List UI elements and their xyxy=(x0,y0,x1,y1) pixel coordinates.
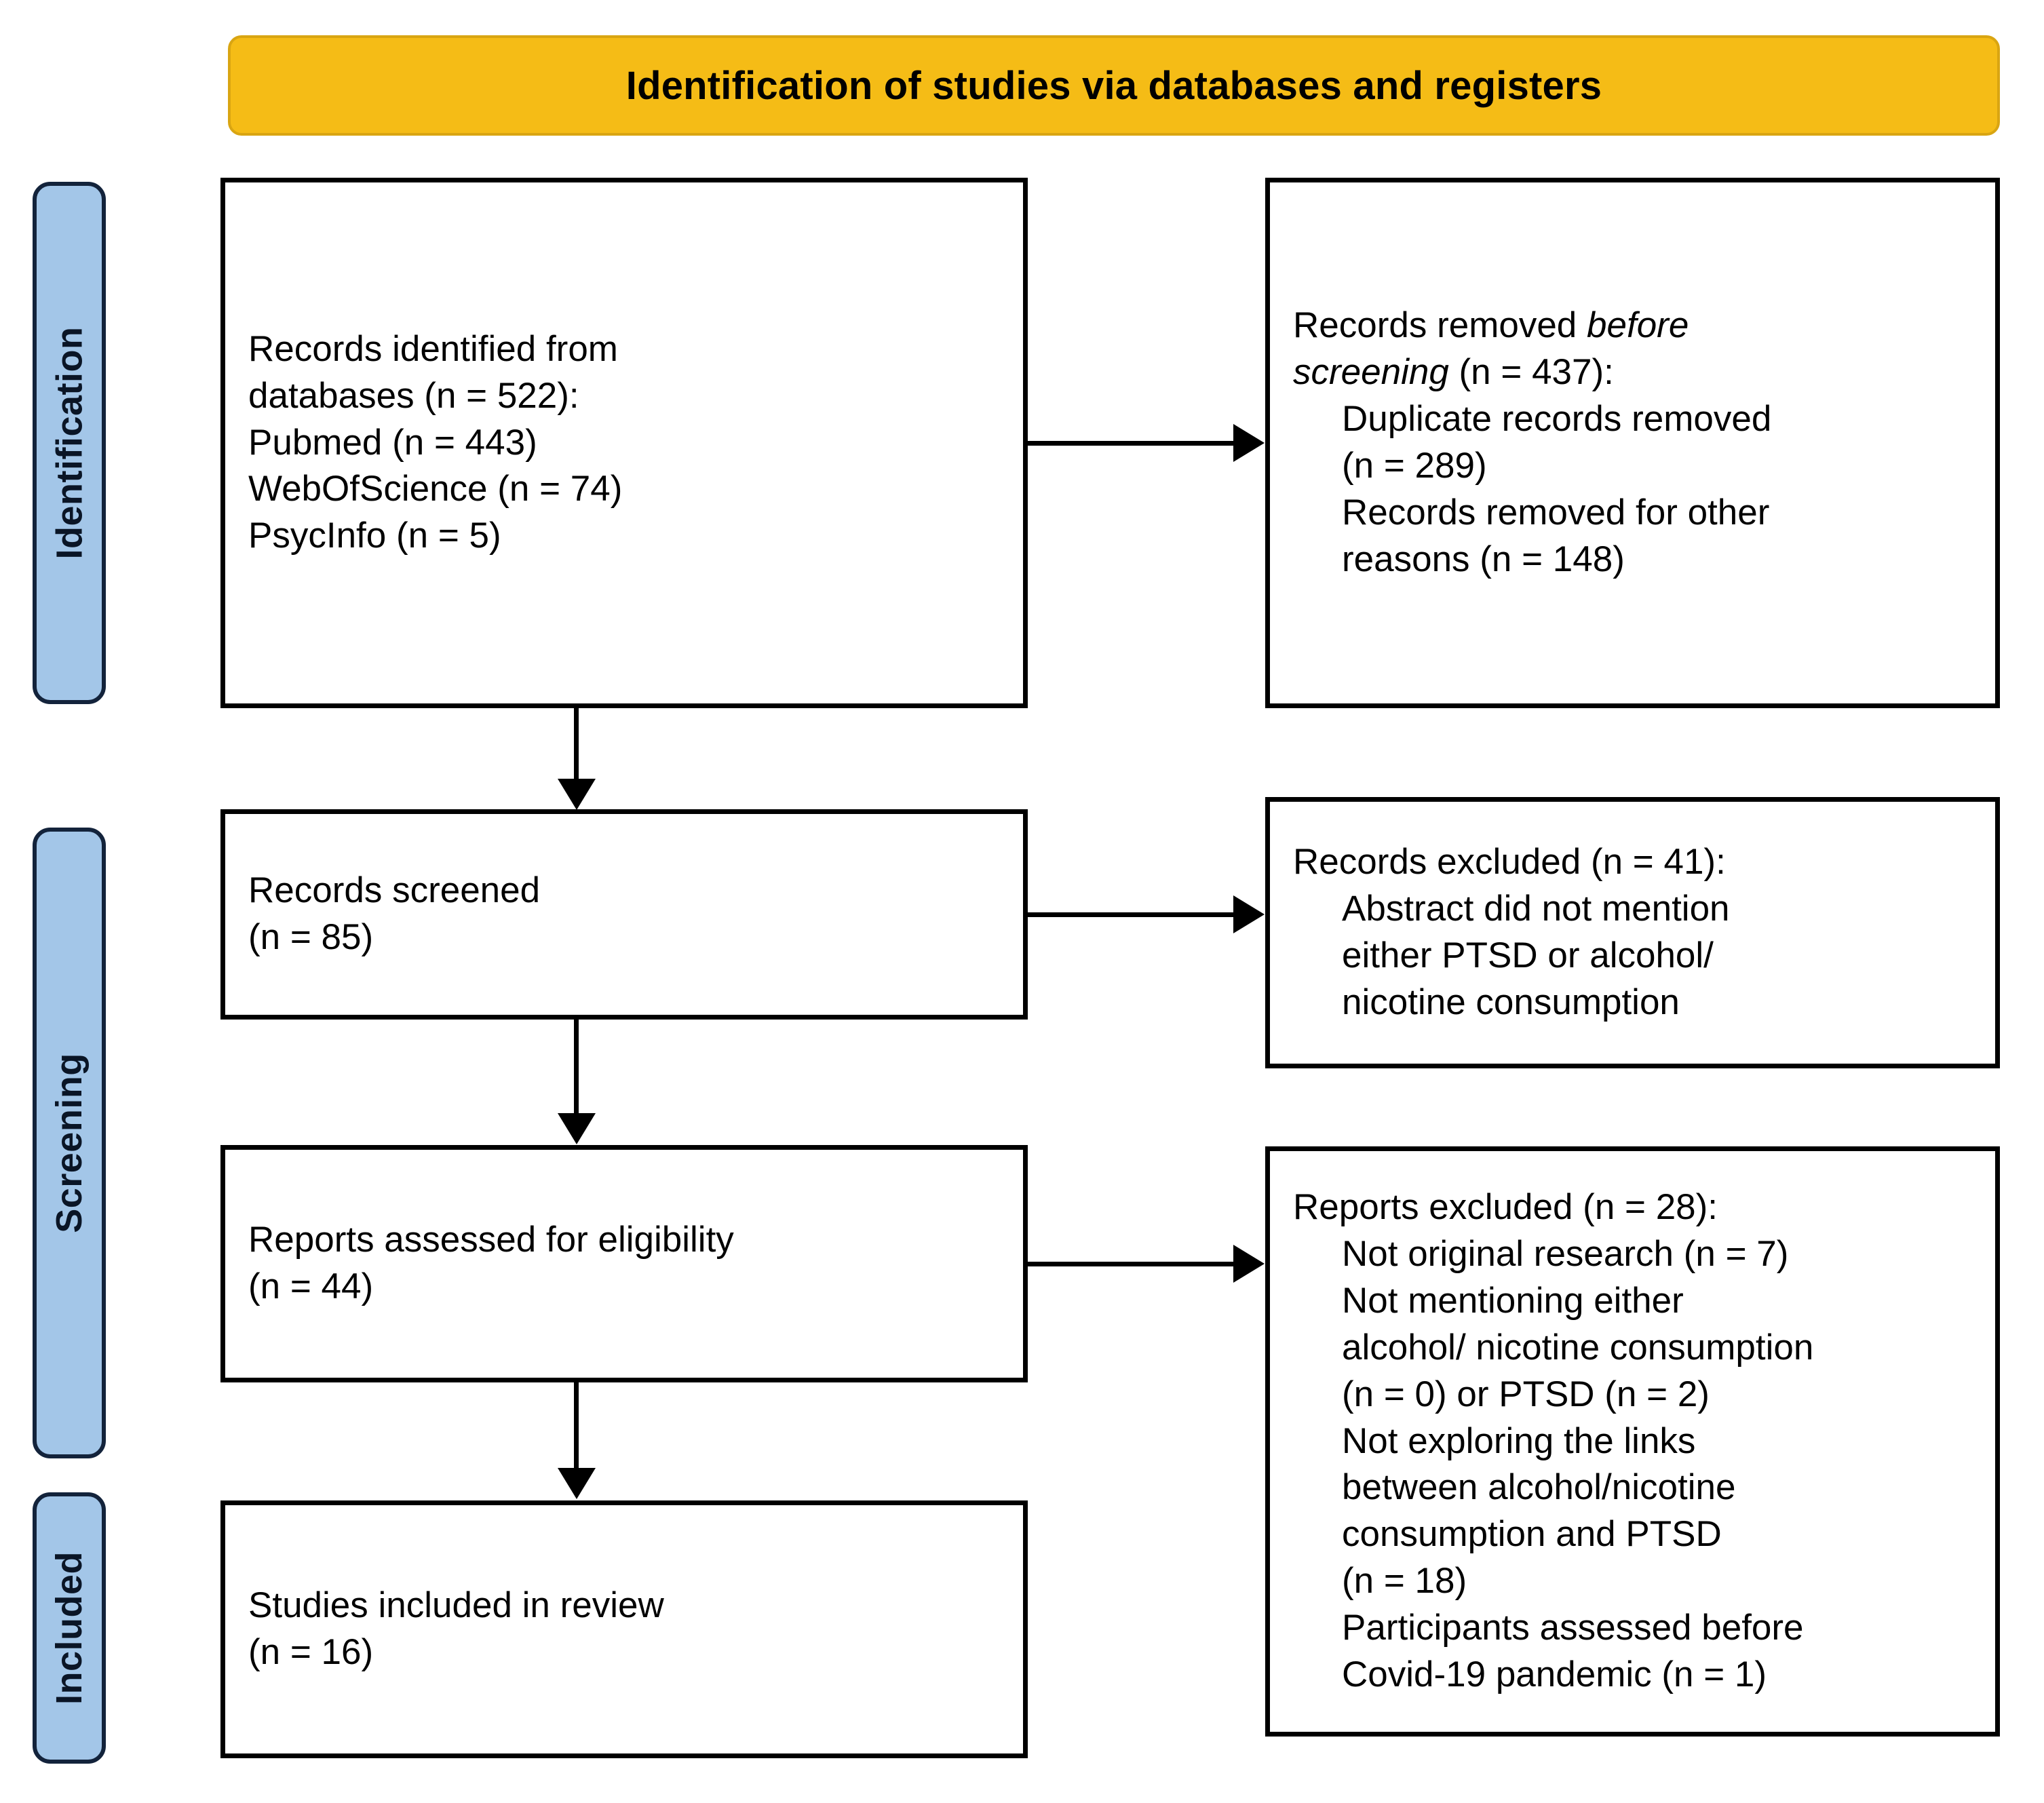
stage-tab-identification-label: Identification xyxy=(49,326,90,560)
stage-tab-screening: Screening xyxy=(33,828,106,1458)
flow-line: screening (n = 437): xyxy=(1293,349,1972,396)
flow-line: reasons (n = 148) xyxy=(1342,539,1625,579)
flow-line: PsycInfo (n = 5) xyxy=(248,516,501,556)
flow-line: Duplicate records removed xyxy=(1342,399,1772,440)
box-records-excluded-content: Records excluded (n = 41): Abstract did … xyxy=(1270,839,1995,1026)
diagram-title: Identification of studies via databases … xyxy=(625,63,1602,108)
stage-tab-included-label: Included xyxy=(49,1551,90,1705)
arrow-down-icon xyxy=(558,1468,596,1499)
flow-line: alcohol/ nicotine consumption xyxy=(1342,1327,1814,1368)
arrow-down-icon xyxy=(558,779,596,810)
flow-line: WebOfScience (n = 74) xyxy=(248,469,623,509)
flow-line: (n = 44) xyxy=(248,1266,374,1306)
flow-line: Records excluded (n = 41): xyxy=(1293,842,1726,883)
box-records-excluded: Records excluded (n = 41): Abstract did … xyxy=(1265,797,2000,1068)
box-records-screened-content: Records screened (n = 85) xyxy=(225,868,1023,961)
flow-line: Records identified from xyxy=(248,328,618,369)
flow-line: either PTSD or alcohol/ xyxy=(1342,935,1714,975)
flow-line: Records removed before xyxy=(1293,303,1972,349)
connector-screened-to-records-excluded xyxy=(1028,912,1235,917)
flow-line: (n = 289) xyxy=(1342,446,1487,486)
flow-line: Not mentioning either xyxy=(1342,1280,1684,1321)
flow-line-text: Records removed xyxy=(1293,305,1587,346)
flow-line: (n = 85) xyxy=(248,917,374,957)
box-studies-included: Studies included in review (n = 16) xyxy=(220,1500,1028,1758)
flow-line: Participants assessed before xyxy=(1342,1608,1804,1648)
connector-identified-to-removed xyxy=(1028,441,1235,446)
flow-line: (n = 18) xyxy=(1342,1561,1467,1602)
box-reports-assessed-content: Reports assessed for eligibility (n = 44… xyxy=(225,1217,1023,1311)
flow-line: Records removed for other xyxy=(1342,492,1770,532)
flow-line-text: (n = 437): xyxy=(1448,352,1614,393)
connector-eligibility-to-included xyxy=(574,1382,579,1469)
flow-line: Not original research (n = 7) xyxy=(1342,1233,1789,1274)
flow-line: Reports excluded (n = 28): xyxy=(1293,1187,1718,1228)
flow-line: databases (n = 522): xyxy=(248,375,579,416)
diagram-header-banner: Identification of studies via databases … xyxy=(228,35,2000,136)
arrow-down-icon xyxy=(558,1113,596,1144)
flow-line-emphasis: before xyxy=(1587,305,1689,346)
box-reports-excluded-content: Reports excluded (n = 28): Not original … xyxy=(1270,1184,1995,1699)
arrow-right-icon xyxy=(1233,895,1265,933)
box-records-removed-before-screening: Records removed before screening (n = 43… xyxy=(1265,178,2000,708)
flow-line: Pubmed (n = 443) xyxy=(248,422,537,463)
arrow-right-icon xyxy=(1233,1245,1265,1283)
stage-tab-included: Included xyxy=(33,1492,106,1764)
flow-line: between alcohol/nicotine xyxy=(1342,1467,1736,1508)
box-records-removed-content: Records removed before screening (n = 43… xyxy=(1270,303,1995,583)
flow-line: Not exploring the links xyxy=(1342,1420,1696,1461)
box-studies-included-content: Studies included in review (n = 16) xyxy=(225,1583,1023,1676)
stage-tab-screening-label: Screening xyxy=(49,1053,90,1233)
flow-line: Records screened xyxy=(248,870,541,911)
connector-identified-to-screened xyxy=(574,708,579,781)
box-reports-excluded: Reports excluded (n = 28): Not original … xyxy=(1265,1146,2000,1737)
flow-line: (n = 0) or PTSD (n = 2) xyxy=(1342,1374,1710,1414)
connector-screened-to-eligibility xyxy=(574,1020,579,1114)
arrow-right-icon xyxy=(1233,424,1265,462)
flow-line: Reports assessed for eligibility xyxy=(248,1220,734,1260)
flow-line: Studies included in review xyxy=(248,1585,664,1626)
connector-eligibility-to-reports-excluded xyxy=(1028,1262,1235,1266)
flow-line-emphasis: screening xyxy=(1293,352,1449,393)
box-reports-assessed-for-eligibility: Reports assessed for eligibility (n = 44… xyxy=(220,1145,1028,1382)
flow-line: consumption and PTSD xyxy=(1342,1514,1722,1555)
stage-tab-identification: Identification xyxy=(33,182,106,704)
flow-line: Covid-19 pandemic (n = 1) xyxy=(1342,1654,1767,1694)
box-records-identified-content: Records identified from databases (n = 5… xyxy=(225,326,1023,560)
flow-line: nicotine consumption xyxy=(1342,982,1680,1022)
flow-line: Abstract did not mention xyxy=(1342,889,1730,929)
box-records-screened: Records screened (n = 85) xyxy=(220,809,1028,1020)
box-records-identified: Records identified from databases (n = 5… xyxy=(220,178,1028,708)
flow-line: (n = 16) xyxy=(248,1632,374,1672)
